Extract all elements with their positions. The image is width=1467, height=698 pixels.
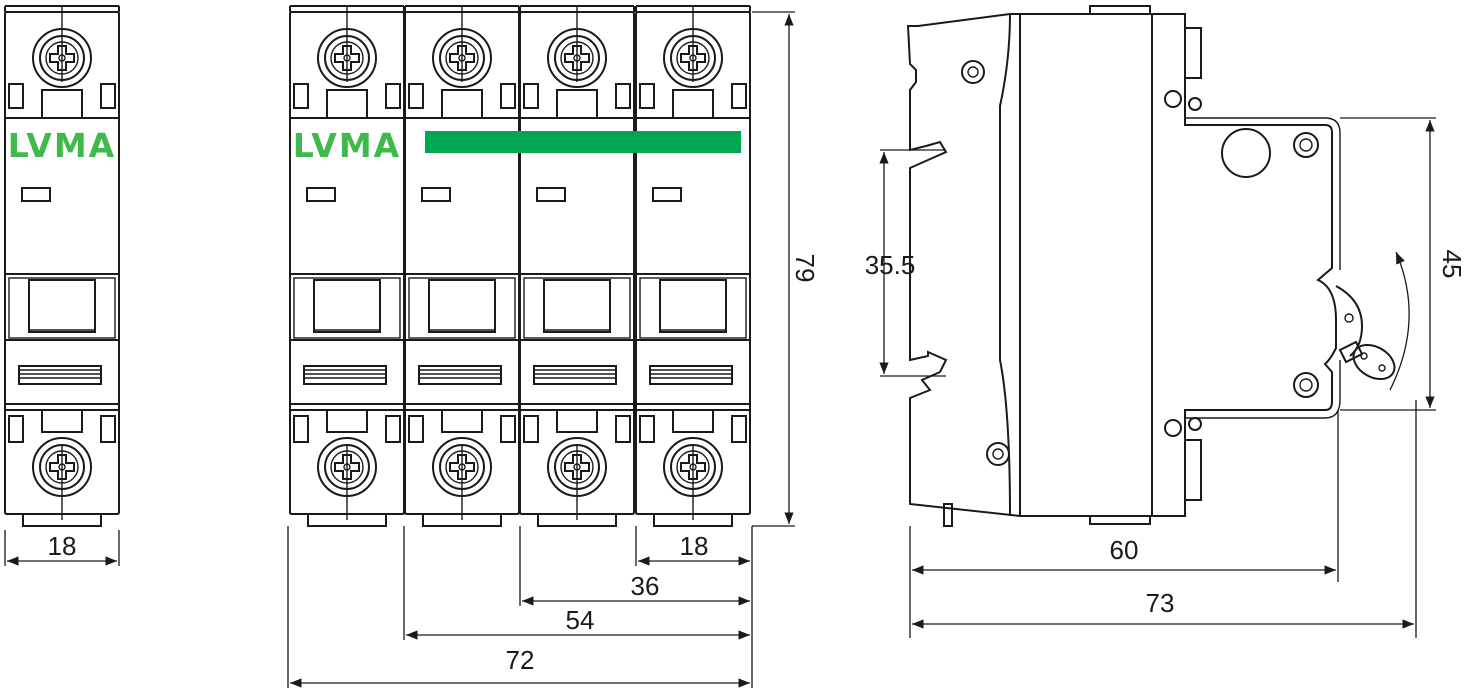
dim-body-depth: 60 <box>1110 535 1139 565</box>
dim-front-depth: 45 <box>1437 250 1467 279</box>
pole-4-body <box>636 6 750 526</box>
single-pole-front-view: LVMA 18 <box>5 6 119 566</box>
pole-3-body <box>520 6 634 526</box>
dim-three-pole: 54 <box>566 605 595 635</box>
brand-logo-multi: LVMA <box>293 126 401 165</box>
dim-single-width: 18 <box>48 531 77 561</box>
dim-two-pole: 36 <box>631 571 660 601</box>
dim-four-pole: 72 <box>506 645 535 675</box>
dim-total-depth: 73 <box>1146 588 1175 618</box>
label-color-bar <box>425 131 741 153</box>
pole-2-body <box>405 6 519 526</box>
dim-rail: 35.5 <box>865 250 916 280</box>
dim-height: 79 <box>790 254 820 283</box>
brand-logo-single: LVMA <box>8 126 116 165</box>
dim-one-pole: 18 <box>680 531 709 561</box>
toggle-motion-arrow <box>1389 251 1410 391</box>
single-pole-body <box>5 6 119 526</box>
four-pole-front-view: LVMA 79 18 36 54 72 <box>287 6 820 688</box>
pole-1-body <box>290 6 404 526</box>
side-view: 35.5 45 60 73 <box>865 5 1467 638</box>
